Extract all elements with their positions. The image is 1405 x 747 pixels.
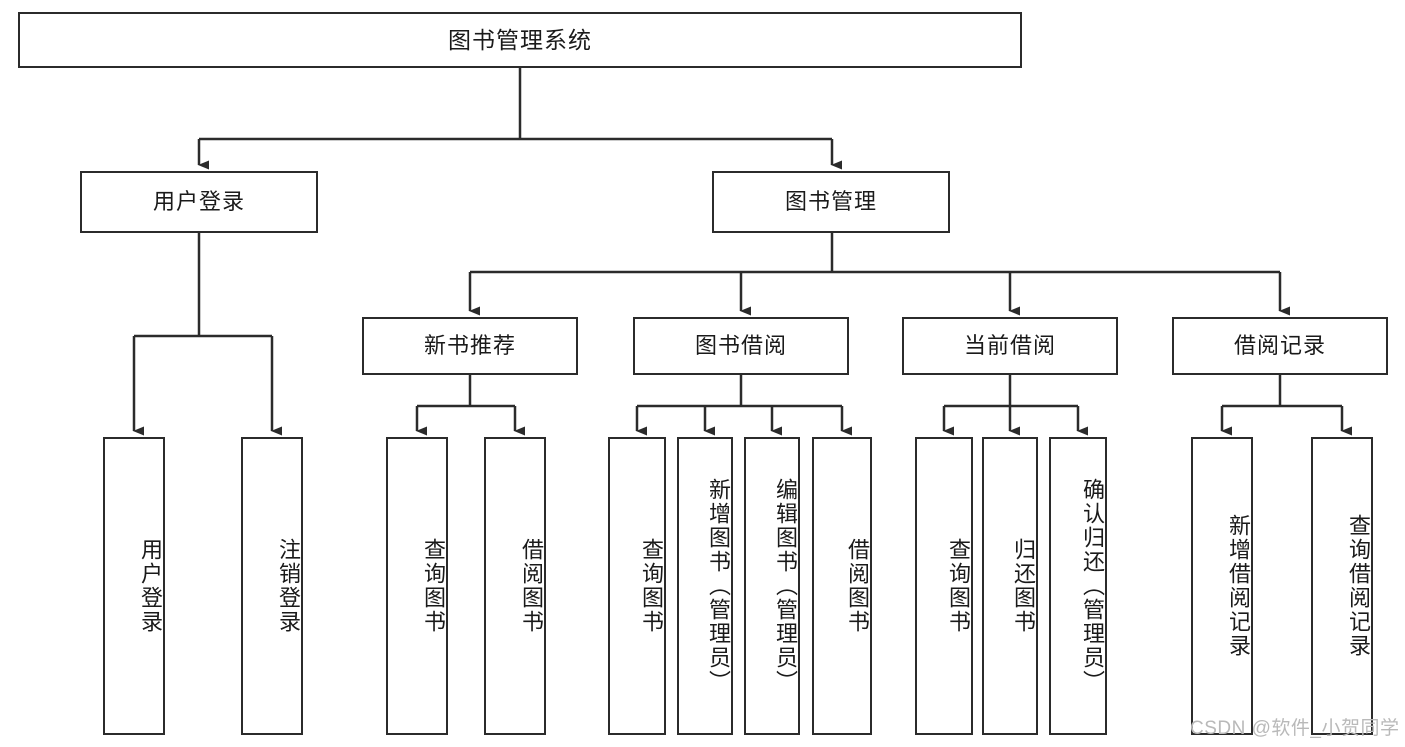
leaf-borrow-books[interactable]: 借阅图书 (812, 437, 872, 735)
node-book-borrowing[interactable]: 图书借阅 (633, 317, 849, 375)
leaf-query-books-borrow[interactable]: 查询图书 (608, 437, 666, 735)
leaf-label: 查询借阅记录 (1346, 514, 1371, 658)
leaf-label: 注销登录 (276, 538, 301, 634)
node-current-borrowing[interactable]: 当前借阅 (902, 317, 1118, 375)
leaf-query-books-current[interactable]: 查询图书 (915, 437, 973, 735)
node-user-login[interactable]: 用户登录 (80, 171, 318, 233)
node-book-management[interactable]: 图书管理 (712, 171, 950, 233)
node-root-library-management-system[interactable]: 图书管理系统 (18, 12, 1022, 68)
leaf-label: 编辑图书（管理员） (773, 478, 798, 694)
leaf-label: 用户登录 (138, 538, 163, 634)
leaf-label: 借阅图书 (845, 538, 870, 634)
leaf-user-login[interactable]: 用户登录 (103, 437, 165, 735)
node-new-book-recommendation[interactable]: 新书推荐 (362, 317, 578, 375)
leaf-label: 新增图书（管理员） (706, 478, 731, 694)
node-borrowing-records[interactable]: 借阅记录 (1172, 317, 1388, 375)
leaf-label: 查询图书 (946, 538, 971, 634)
leaf-logout[interactable]: 注销登录 (241, 437, 303, 735)
leaf-borrow-books-new[interactable]: 借阅图书 (484, 437, 546, 735)
leaf-confirm-return-admin[interactable]: 确认归还（管理员） (1049, 437, 1107, 735)
leaf-label: 确认归还（管理员） (1080, 478, 1105, 694)
leaf-label: 归还图书 (1011, 538, 1036, 634)
leaf-return-books[interactable]: 归还图书 (982, 437, 1038, 735)
leaf-label: 查询图书 (421, 538, 446, 634)
leaf-add-book-admin[interactable]: 新增图书（管理员） (677, 437, 733, 735)
leaf-label: 查询图书 (639, 538, 664, 634)
leaf-add-borrow-record[interactable]: 新增借阅记录 (1191, 437, 1253, 735)
leaf-query-borrow-record[interactable]: 查询借阅记录 (1311, 437, 1373, 735)
leaf-edit-book-admin[interactable]: 编辑图书（管理员） (744, 437, 800, 735)
leaf-query-books-new[interactable]: 查询图书 (386, 437, 448, 735)
csdn-watermark: CSDN @软件_小贺同学 (1190, 718, 1400, 739)
leaf-label: 借阅图书 (519, 538, 544, 634)
leaf-label: 新增借阅记录 (1226, 514, 1251, 658)
